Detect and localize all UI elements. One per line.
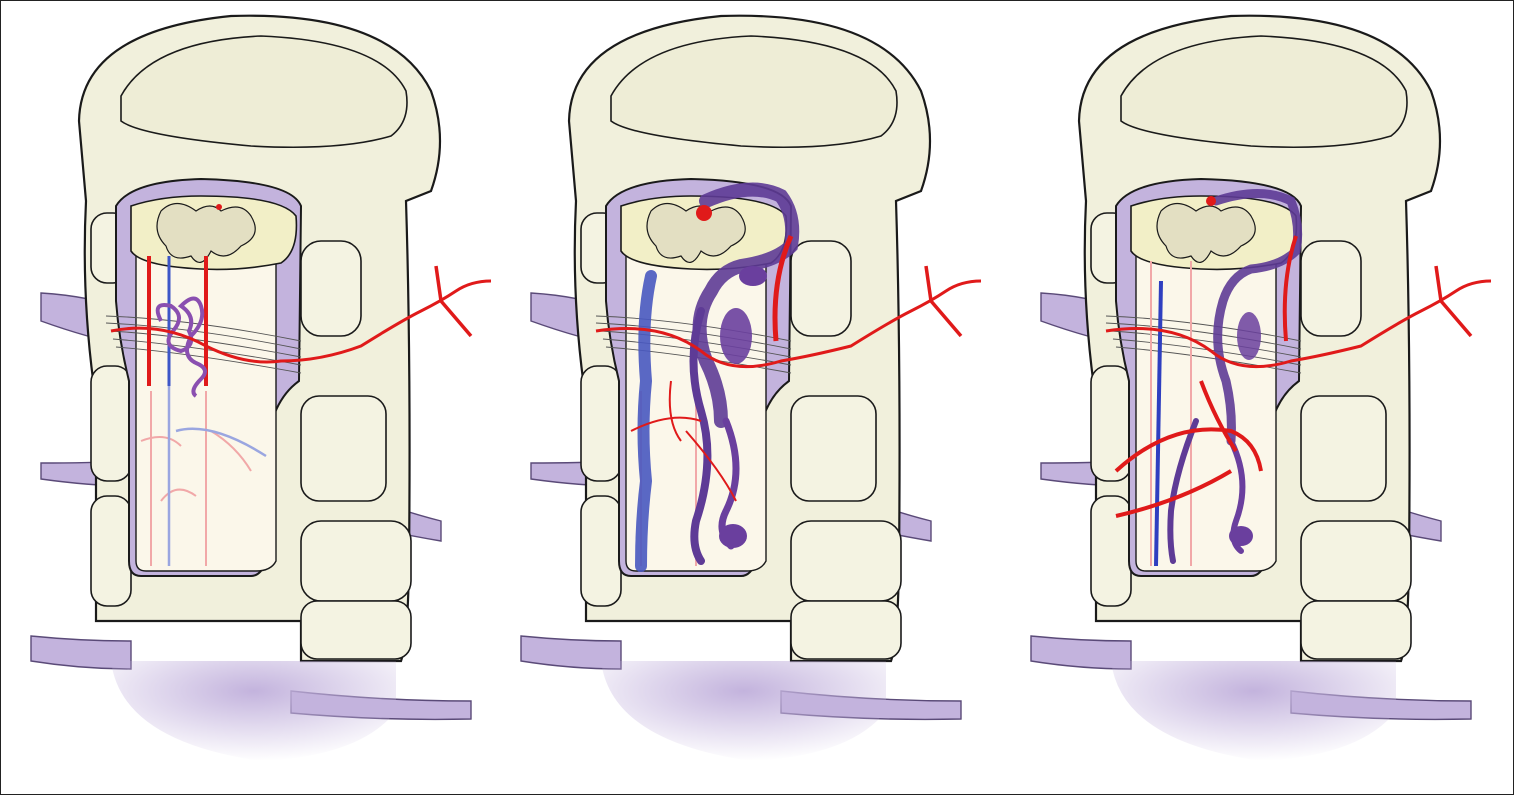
panel-3-partial-venous-plexus	[1030, 14, 1492, 761]
dural-sac-lower	[1111, 661, 1396, 761]
engorged-vein-dorsal	[1211, 189, 1303, 446]
pial-arteries	[1114, 380, 1263, 518]
dural-sac-lower	[601, 661, 886, 761]
engorged-vein-middle	[689, 307, 712, 565]
dural-sac-lower	[111, 661, 396, 761]
dorsal-feeder-artery	[1282, 235, 1298, 342]
artery-dot	[216, 204, 222, 210]
venous-varix	[720, 308, 752, 364]
vertebral-endplate	[610, 35, 898, 149]
radicular-artery	[1105, 279, 1492, 369]
venous-varix	[739, 266, 767, 286]
fistula-point	[696, 205, 712, 221]
ligament-band	[1105, 315, 1302, 374]
faint-vessels	[140, 391, 252, 566]
radicular-artery-branch	[434, 265, 473, 338]
fistula-coil	[155, 296, 207, 398]
gray-matter	[646, 202, 746, 263]
engorged-vein-left	[635, 270, 657, 572]
radicular-artery	[110, 279, 492, 364]
radicular-artery-branch	[1434, 265, 1473, 338]
gray-matter	[1156, 202, 1256, 263]
venous-varix	[1229, 526, 1253, 546]
fistula-point	[1206, 196, 1216, 206]
anterior-spinal-vein	[1154, 280, 1163, 567]
venous-varix	[1237, 312, 1261, 360]
vertebral-endplate	[1120, 35, 1408, 149]
panel-2-engorged-venous-plexus	[520, 14, 982, 761]
pial-arteries	[630, 380, 737, 502]
vertebral-endplate	[120, 35, 408, 149]
engorged-vein-dorsal	[692, 182, 800, 428]
faint-vessels	[1150, 261, 1192, 566]
faint-vein	[167, 381, 267, 566]
radicular-artery	[595, 279, 982, 369]
dorsal-feeder-artery	[772, 234, 794, 342]
facet-joints	[90, 212, 412, 660]
facet-joints	[1090, 212, 1412, 660]
engorged-vein-middle	[1167, 418, 1199, 564]
gray-matter	[156, 202, 256, 263]
venous-varix	[719, 524, 747, 548]
panel-1-normal-spinal-vasculature	[30, 14, 492, 761]
radicular-artery-branch	[924, 265, 963, 338]
